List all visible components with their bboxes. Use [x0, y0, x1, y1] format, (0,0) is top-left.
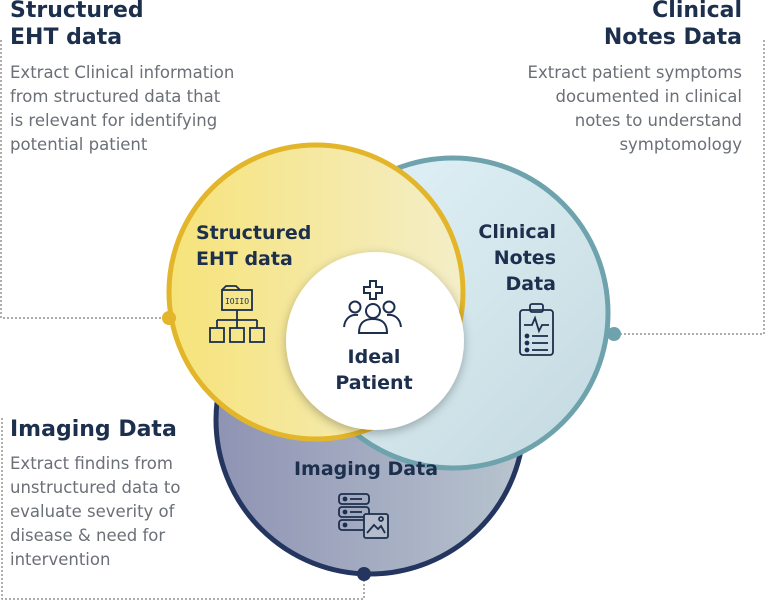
clinical-notes-panel: Clinical Notes Data Extract patient symp…: [442, 0, 742, 157]
clinical-connector-dot: [607, 327, 621, 341]
clinical-notes-title: Clinical Notes Data: [603, 0, 742, 50]
imaging-connector-dot: [357, 567, 371, 581]
connector-clinical: [614, 40, 765, 335]
structured-circle-label: Structured EHT data: [196, 222, 312, 270]
structured-ehr-description: Extract Clinical information from struct…: [10, 63, 235, 154]
structured-ehr-panel: Structured EHT data Extract Clinical inf…: [10, 0, 310, 157]
structured-connector-dot: [162, 311, 176, 325]
clinical-notes-description: Extract patient symptoms documented in c…: [527, 63, 742, 154]
imaging-data-panel: Imaging Data Extract findins from unstru…: [10, 416, 310, 572]
server-image-icon: [338, 493, 389, 539]
connector-imaging: [1, 418, 365, 600]
svg-text:IOIIO: IOIIO: [225, 297, 249, 306]
ideal-patient-label: Ideal Patient: [335, 346, 413, 394]
patient-group-icon: [343, 280, 402, 334]
clinical-circle-label: Clinical Notes Data: [478, 221, 556, 295]
imaging-data-title: Imaging Data: [10, 417, 177, 442]
imaging-circle-label: Imaging Data: [293, 458, 439, 480]
imaging-data-description: Extract findins from unstructured data t…: [10, 454, 181, 569]
structured-ehr-title: Structured EHT data: [10, 0, 144, 50]
clipboard-icon: [519, 303, 554, 356]
connector-structured: [0, 40, 170, 319]
database-tree-icon: IOIIO: [209, 285, 265, 343]
ideal-patient-circle: [286, 252, 464, 430]
